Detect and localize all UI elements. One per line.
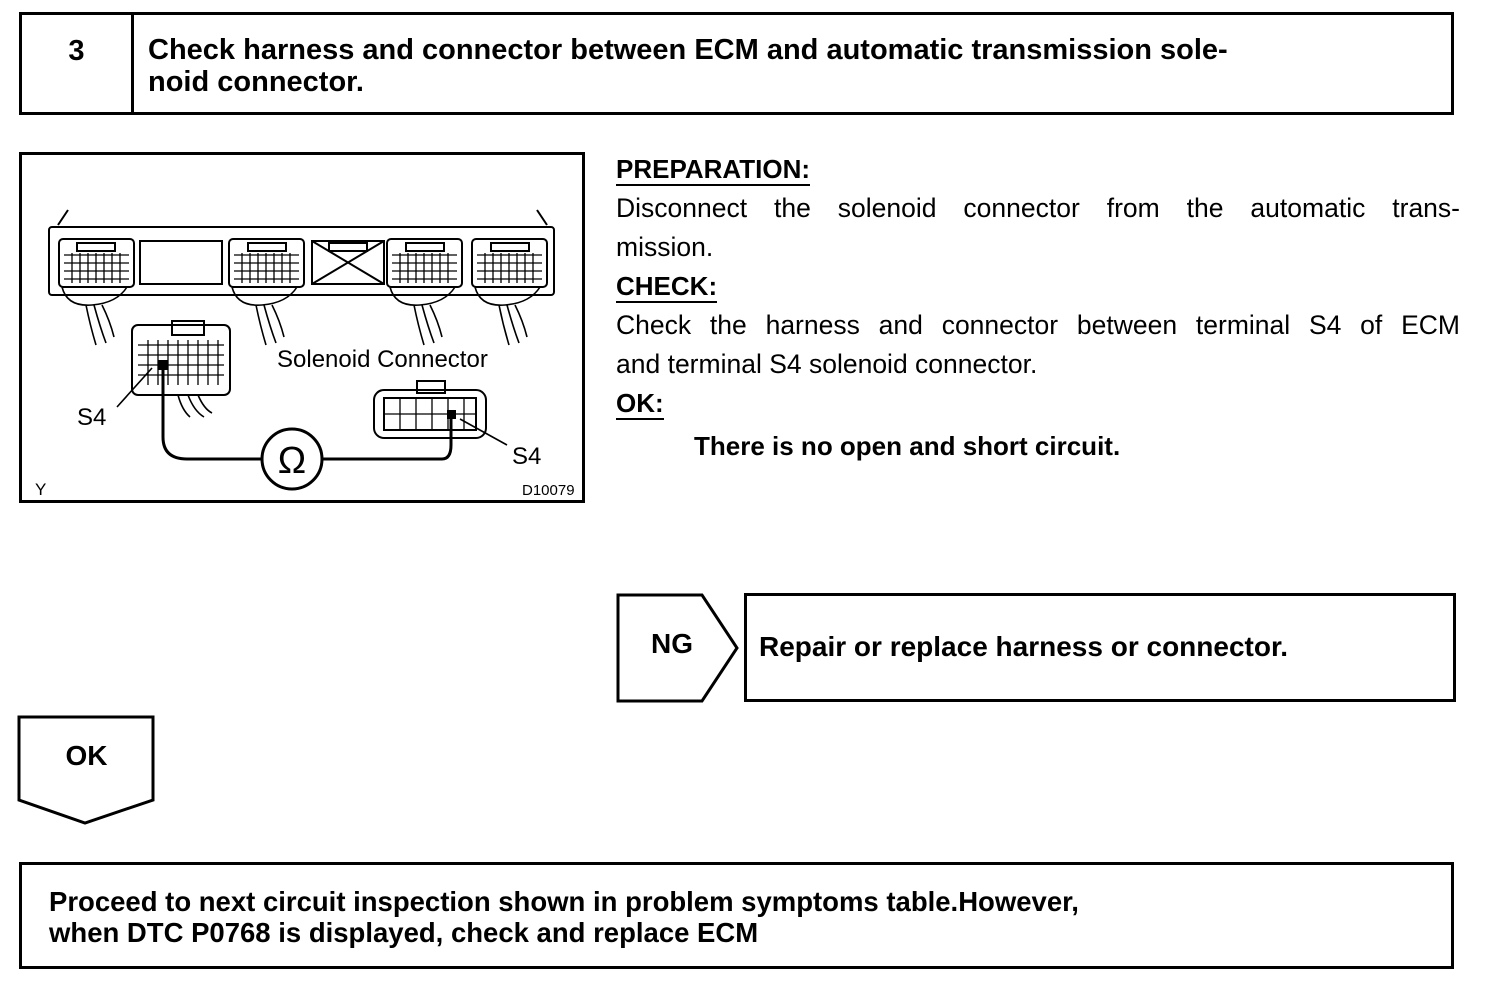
ohmmeter <box>260 427 324 491</box>
next-step-box: Proceed to next circuit inspection shown… <box>19 862 1454 969</box>
wiring-figure: Ω Solenoid Connector S4 S4 Y D10079 <box>19 152 585 503</box>
s4-solenoid-label: S4 <box>512 443 541 470</box>
next-step-text: Proceed to next circuit inspection shown… <box>49 886 1079 948</box>
ecm-housing <box>48 226 555 296</box>
step-header: 3 Check harness and connector between EC… <box>19 12 1454 115</box>
solenoid-connector <box>373 389 487 439</box>
ng-action-text: Repair or replace harness or connector. <box>759 631 1289 662</box>
ecm-connector-b <box>228 238 305 288</box>
ok-arrow-label: OK <box>65 740 108 771</box>
figure-code: D10079 <box>522 482 575 499</box>
preparation-line: mission. <box>616 232 714 262</box>
s4-ecm-label: S4 <box>77 404 106 431</box>
solenoid-s4-terminal <box>447 410 456 419</box>
test-lead-ecm <box>161 365 262 461</box>
ecm-connector-diagram: Ω Solenoid Connector S4 S4 Y D10079 <box>35 209 575 499</box>
step-number: 3 <box>22 15 134 112</box>
step-title: Check harness and connector between ECM … <box>148 34 1438 98</box>
ecm-connector-d <box>471 238 548 288</box>
preparation-heading: PREPARATION: <box>616 154 811 186</box>
ohm-symbol: Ω <box>278 440 306 482</box>
ng-label: NG <box>651 628 693 659</box>
instructions: PREPARATION: Disconnect the solenoid con… <box>616 150 1460 466</box>
next-step-line: Proceed to next circuit inspection shown… <box>49 886 1079 917</box>
solenoid-connector-label: Solenoid Connector <box>277 346 488 373</box>
ok-arrow-shape <box>17 715 155 825</box>
check-line: Check the harness and connector between … <box>616 310 1460 340</box>
preparation-text: Disconnect the solenoid connector from t… <box>616 189 1460 267</box>
check-heading: CHECK: <box>616 271 718 303</box>
step-title-line: noid connector. <box>148 66 364 98</box>
step-title-line: Check harness and connector between ECM … <box>148 34 1228 66</box>
ecm-crossed-panel <box>311 240 385 285</box>
ok-heading: OK: <box>616 388 664 420</box>
check-text: Check the harness and connector between … <box>616 306 1460 384</box>
ng-arrow-shape <box>616 593 739 703</box>
next-step-line: when DTC P0768 is displayed, check and r… <box>49 917 759 948</box>
preparation-line: Disconnect the solenoid connector from t… <box>616 193 1460 223</box>
test-lead-solenoid <box>322 417 453 461</box>
ng-action-box: Repair or replace harness or connector. <box>744 593 1456 702</box>
ecm-connector-c <box>386 238 463 288</box>
figure-corner-mark: Y <box>35 480 46 499</box>
ecm-connector-a <box>58 238 135 288</box>
ecm-connector-closeup <box>131 324 231 396</box>
ok-result: There is no open and short circuit. <box>694 431 1121 461</box>
check-line: and terminal S4 solenoid connector. <box>616 349 1038 379</box>
ecm-blank-panel <box>139 240 223 285</box>
